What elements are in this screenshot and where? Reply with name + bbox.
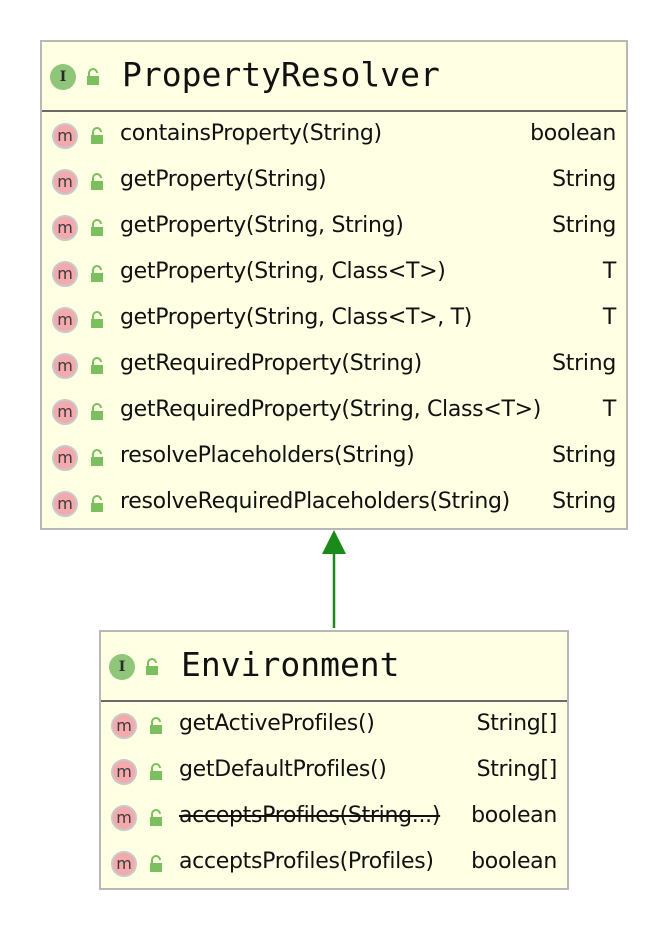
lock-icon (91, 357, 103, 374)
method-row[interactable]: m getDefaultProfiles() String[] (101, 751, 567, 797)
method-icon: m (111, 805, 137, 831)
lock-icon (91, 265, 103, 282)
method-row[interactable]: m getProperty(String, Class<T>) T (42, 253, 626, 299)
method-icon: m (52, 215, 78, 241)
method-name: acceptsProfiles(String...) (179, 803, 441, 828)
method-return-type: boolean (530, 121, 616, 146)
method-return-type: boolean (471, 803, 557, 828)
method-name: getRequiredProperty(String, Class<T>) (120, 397, 542, 422)
inheritance-arrowhead (322, 530, 346, 554)
method-return-type: T (602, 305, 616, 330)
method-return-type: String (552, 213, 616, 238)
lock-icon (91, 173, 103, 190)
method-row[interactable]: m acceptsProfiles(Profiles) boolean (101, 843, 567, 889)
method-name: acceptsProfiles(Profiles) (179, 849, 434, 874)
method-row[interactable]: m getActiveProfiles() String[] (101, 705, 567, 751)
class-name: Environment (181, 645, 400, 684)
class-name: PropertyResolver (122, 55, 440, 94)
method-icon: m (52, 307, 78, 333)
method-return-type: String (552, 489, 616, 514)
method-name: getProperty(String) (120, 167, 327, 192)
method-name: getProperty(String, String) (120, 213, 404, 238)
interface-icon: I (109, 654, 135, 680)
method-name: getProperty(String, Class<T>) (120, 259, 446, 284)
lock-icon (150, 763, 162, 780)
method-name: getActiveProfiles() (179, 711, 375, 736)
method-row[interactable]: m containsProperty(String) boolean (42, 115, 626, 161)
method-icon: m (52, 445, 78, 471)
lock-icon (87, 68, 99, 85)
method-icon: m (52, 169, 78, 195)
method-name: containsProperty(String) (120, 121, 382, 146)
interface-icon: I (50, 64, 76, 90)
method-icon: m (52, 261, 78, 287)
method-icon: m (52, 353, 78, 379)
method-name: getProperty(String, Class<T>, T) (120, 305, 473, 330)
property-resolver-class[interactable]: I PropertyResolver m containsProperty(Str… (40, 40, 628, 530)
method-row[interactable]: m getProperty(String, String) String (42, 207, 626, 253)
method-return-type: T (602, 259, 616, 284)
method-icon: m (111, 713, 137, 739)
lock-icon (150, 809, 162, 826)
method-return-type: boolean (471, 849, 557, 874)
method-row[interactable]: m getRequiredProperty(String, Class<T>) T (42, 391, 626, 437)
method-return-type: T (602, 397, 616, 422)
lock-icon (91, 449, 103, 466)
method-icon: m (52, 123, 78, 149)
lock-icon (91, 127, 103, 144)
method-return-type: String (552, 351, 616, 376)
lock-icon (150, 717, 162, 734)
method-row[interactable]: m getProperty(String, Class<T>, T) T (42, 299, 626, 345)
method-return-type: String[] (476, 711, 558, 736)
method-row[interactable]: m acceptsProfiles(String...) boolean (101, 797, 567, 843)
environment-header: I Environment (101, 632, 567, 702)
method-name: resolvePlaceholders(String) (120, 443, 415, 468)
lock-icon (91, 403, 103, 420)
method-name: resolveRequiredPlaceholders(String) (120, 489, 510, 514)
property-resolver-header: I PropertyResolver (42, 42, 626, 112)
method-icon: m (111, 759, 137, 785)
method-row[interactable]: m getProperty(String) String (42, 161, 626, 207)
lock-icon (150, 855, 162, 872)
method-icon: m (52, 491, 78, 517)
lock-icon (91, 495, 103, 512)
method-return-type: String (552, 443, 616, 468)
method-name: getRequiredProperty(String) (120, 351, 422, 376)
method-return-type: String (552, 167, 616, 192)
method-name: getDefaultProfiles() (179, 757, 387, 782)
environment-class[interactable]: I Environment m getActiveProfiles() String… (99, 630, 569, 890)
method-icon: m (52, 399, 78, 425)
method-row[interactable]: m resolvePlaceholders(String) String (42, 437, 626, 483)
method-row[interactable]: m resolveRequiredPlaceholders(String) Stri… (42, 483, 626, 529)
method-row[interactable]: m getRequiredProperty(String) String (42, 345, 626, 391)
lock-icon (91, 219, 103, 236)
method-return-type: String[] (476, 757, 558, 782)
method-icon: m (111, 851, 137, 877)
lock-icon (146, 658, 158, 675)
lock-icon (91, 311, 103, 328)
